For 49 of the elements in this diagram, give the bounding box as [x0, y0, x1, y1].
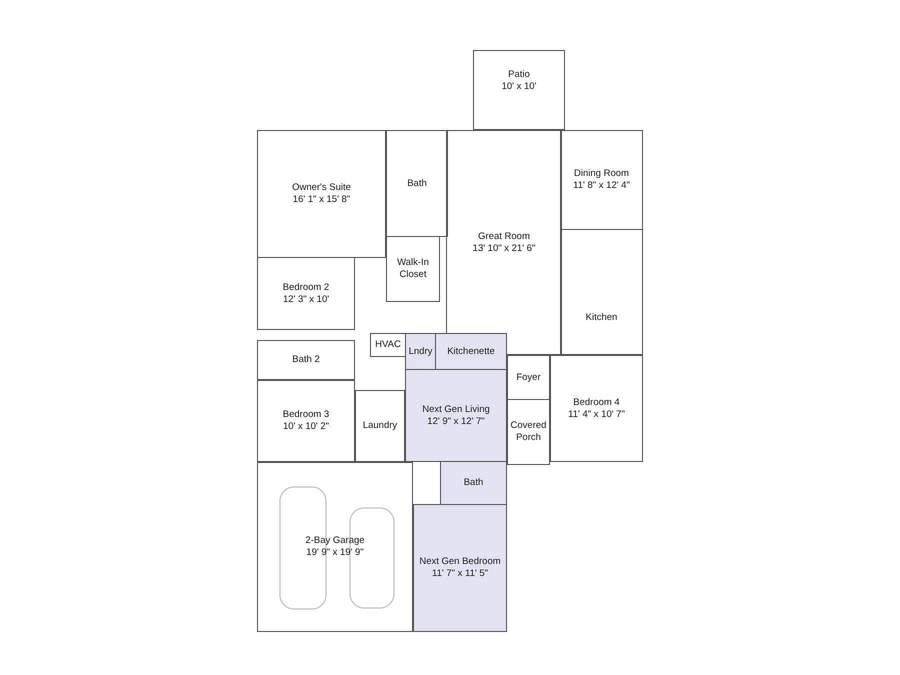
room — [560, 229, 643, 355]
room-name: Patio — [508, 69, 530, 81]
room — [257, 340, 355, 380]
room — [257, 130, 386, 258]
room-dimensions: 11' 4" x 10' 7" — [568, 408, 625, 420]
room-dimensions: 11' 8" x 12' 4" — [573, 180, 630, 192]
room-dimensions: 19' 9" x 19' 9" — [306, 547, 364, 559]
room — [440, 461, 507, 505]
room — [257, 462, 413, 632]
room — [507, 399, 550, 465]
room-name: Bath — [464, 477, 484, 489]
room-name: Covered Porch — [510, 420, 548, 444]
room-name: Foyer — [516, 372, 541, 384]
room-name: 2-Bay Garage — [305, 535, 365, 547]
room-name: Bath 2 — [292, 354, 320, 366]
room-dimensions: 12' 3" x 10' — [282, 294, 330, 306]
room-name: Walk-In Closet — [396, 257, 430, 281]
room — [473, 50, 565, 130]
room — [386, 130, 448, 237]
room — [355, 390, 405, 462]
room-name: Laundry — [362, 420, 398, 432]
room-dimensions: 13' 10" x 21' 6" — [472, 242, 536, 254]
room-dimensions: 10' x 10' 2" — [282, 421, 330, 433]
room-dimensions: 11' 7" x 11' 5" — [432, 568, 488, 580]
room-name: Owner's Suite — [292, 182, 351, 194]
room-dimensions: 16' 1" x 15' 8" — [292, 194, 350, 206]
room — [560, 130, 643, 230]
room-dimensions: 12' 9" x 12' 7" — [427, 416, 485, 428]
room — [405, 333, 436, 370]
room-name: Dining Room — [574, 168, 629, 180]
room — [257, 380, 355, 462]
room-name: Great Room — [478, 230, 530, 242]
room-name: Bedroom 4 — [573, 396, 620, 408]
room-name: Bedroom 3 — [282, 409, 330, 421]
room-name: Bath — [407, 178, 427, 190]
room — [435, 333, 507, 370]
room-name: Kitchenette — [447, 346, 495, 358]
room-name: Next Gen Bedroom — [419, 556, 501, 568]
room — [413, 504, 507, 632]
room — [257, 257, 355, 330]
room — [405, 369, 507, 462]
room — [386, 236, 440, 302]
room-name: Lndry — [408, 346, 432, 358]
room-name: Next Gen Living — [422, 404, 490, 416]
room-name: Kitchen — [586, 312, 618, 324]
room-name: Bedroom 2 — [282, 282, 330, 294]
room-name: HVAC — [375, 339, 401, 351]
room — [550, 355, 643, 462]
room-dimensions: 10' x 10' — [502, 80, 536, 93]
